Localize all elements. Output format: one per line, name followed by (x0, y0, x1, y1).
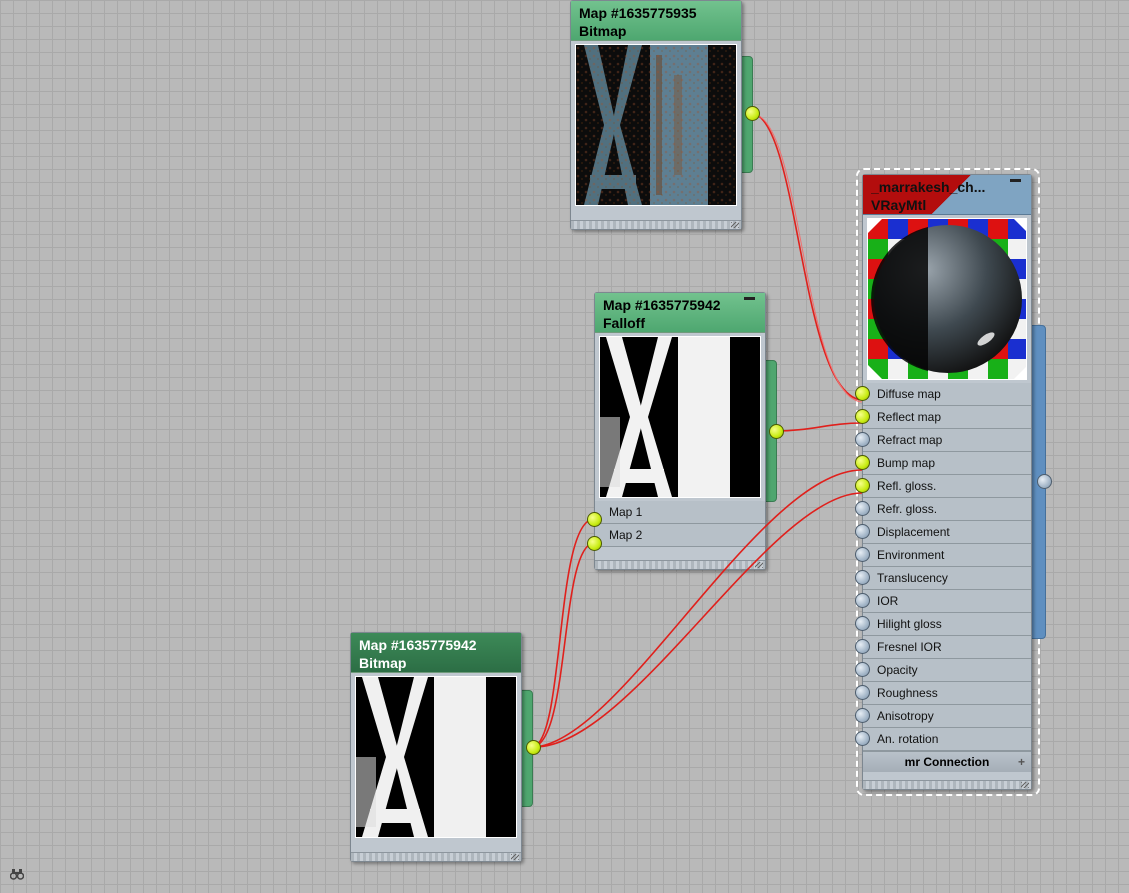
node-resize-footer[interactable] (571, 220, 741, 229)
node-resize-footer[interactable] (595, 560, 765, 569)
slot-label: Fresnel IOR (877, 640, 942, 654)
input-port-reflect-map[interactable] (855, 409, 870, 424)
slot-refl-gloss[interactable]: Refl. gloss. (863, 475, 1031, 498)
slot-label: Refract map (877, 433, 943, 447)
slot-refract-map[interactable]: Refract map (863, 429, 1031, 452)
slot-label: Displacement (877, 525, 950, 539)
input-port-fresnel-ior[interactable] (855, 639, 870, 654)
slot-map-2[interactable]: Map 2 (595, 524, 765, 547)
input-port-refl-gloss[interactable] (855, 478, 870, 493)
slot-roughness[interactable]: Roughness (863, 682, 1031, 705)
sphere-preview-thumbnail (868, 219, 1026, 379)
slot-label: Diffuse map (877, 387, 941, 401)
slot-label: IOR (877, 594, 899, 608)
slot-displacement[interactable]: Displacement (863, 521, 1031, 544)
slot-diffuse-map[interactable]: Diffuse map (863, 383, 1031, 406)
mr-connection-label: mr Connection (904, 755, 990, 769)
slot-label: Refl. gloss. (877, 479, 937, 493)
slot-translucency[interactable]: Translucency (863, 567, 1031, 590)
slot-label: Environment (877, 548, 945, 562)
output-port-bitmap-top[interactable] (745, 106, 760, 121)
wire-bitmap-bottom-to-map2[interactable] (532, 542, 595, 748)
input-port-refract-map[interactable] (855, 432, 870, 447)
node-type: Falloff (603, 315, 645, 331)
node-title: _marrakesh_ch... (871, 179, 986, 195)
bitmap-preview (355, 676, 517, 838)
node-title: Map #1635775942 (359, 637, 477, 653)
node-bitmap-bottom[interactable]: Map #1635775942 Bitmap (350, 632, 522, 862)
collapse-icon[interactable] (1010, 179, 1021, 182)
input-port-diffuse-map[interactable] (855, 386, 870, 401)
slot-label: Opacity (877, 663, 918, 677)
slot-label: Hilight gloss (877, 617, 942, 631)
input-port-bump-map[interactable] (855, 455, 870, 470)
slot-label: Translucency (877, 571, 948, 585)
node-type: VRayMtl (871, 197, 927, 213)
input-port-an-rotation[interactable] (855, 731, 870, 746)
slot-label: Map 1 (609, 505, 643, 519)
node-title: Map #1635775942 (603, 297, 721, 313)
bitmap-preview (575, 44, 737, 206)
node-bitmap-top[interactable]: Map #1635775935 Bitmap (570, 0, 742, 230)
slot-refr-gloss[interactable]: Refr. gloss. (863, 498, 1031, 521)
rusty-texture-thumbnail (576, 45, 736, 205)
slot-label: An. rotation (877, 732, 939, 746)
slot-label: Refr. gloss. (877, 502, 938, 516)
bw-texture-thumbnail (600, 337, 760, 497)
node-resize-footer[interactable] (863, 780, 1031, 789)
input-port-map-1[interactable] (587, 512, 602, 527)
binoculars-icon[interactable] (9, 867, 25, 883)
slot-bump-map[interactable]: Bump map (863, 452, 1031, 475)
binoculars-icon-glyph (9, 869, 25, 880)
slot-map-1[interactable]: Map 1 (595, 501, 765, 524)
input-port-hilight-gloss[interactable] (855, 616, 870, 631)
input-port-refr-gloss[interactable] (855, 501, 870, 516)
bw-texture-thumbnail (356, 677, 516, 837)
input-port-ior[interactable] (855, 593, 870, 608)
node-falloff[interactable]: Map #1635775942 Falloff Map 1 Map 2 (594, 292, 766, 570)
wire-bitmap-bottom-to-map1[interactable] (532, 518, 595, 748)
input-port-translucency[interactable] (855, 570, 870, 585)
slot-label: Map 2 (609, 528, 643, 542)
output-port-bitmap-bottom[interactable] (526, 740, 541, 755)
slot-opacity[interactable]: Opacity (863, 659, 1031, 682)
slot-label: Bump map (877, 456, 936, 470)
collapse-icon[interactable] (744, 297, 755, 300)
input-port-anisotropy[interactable] (855, 708, 870, 723)
node-type: Bitmap (359, 655, 407, 671)
output-port-material[interactable] (1037, 474, 1052, 489)
slot-environment[interactable]: Environment (863, 544, 1031, 567)
node-title: Map #1635775935 (579, 5, 697, 21)
slot-label: Reflect map (877, 410, 942, 424)
wire-bitmap-top-to-diffuse[interactable] (751, 112, 863, 401)
slot-an-rotation[interactable]: An. rotation (863, 728, 1031, 751)
slot-hilight-gloss[interactable]: Hilight gloss (863, 613, 1031, 636)
slot-anisotropy[interactable]: Anisotropy (863, 705, 1031, 728)
input-port-map-2[interactable] (587, 536, 602, 551)
slot-ior[interactable]: IOR (863, 590, 1031, 613)
falloff-preview (599, 336, 761, 498)
slot-label: Roughness (877, 686, 938, 700)
input-port-opacity[interactable] (855, 662, 870, 677)
node-resize-footer[interactable] (351, 852, 521, 861)
node-header[interactable]: _marrakesh_ch... VRayMtl (863, 175, 1031, 215)
slot-label: Anisotropy (877, 709, 934, 723)
node-header[interactable]: Map #1635775942 Bitmap (351, 633, 521, 673)
node-header[interactable]: Map #1635775935 Bitmap (571, 1, 741, 41)
node-type: Bitmap (579, 23, 627, 39)
input-port-environment[interactable] (855, 547, 870, 562)
expand-plus-icon[interactable]: + (1017, 755, 1025, 769)
slot-reflect-map[interactable]: Reflect map (863, 406, 1031, 429)
input-port-displacement[interactable] (855, 524, 870, 539)
output-port-falloff[interactable] (769, 424, 784, 439)
wire-bitmap-top-to-diffuse-2 (753, 113, 863, 403)
slot-fresnel-ior[interactable]: Fresnel IOR (863, 636, 1031, 659)
material-preview (867, 218, 1027, 380)
wire-falloff-to-reflect[interactable] (775, 422, 863, 432)
node-header[interactable]: Map #1635775942 Falloff (595, 293, 765, 333)
mr-connection-bar[interactable]: mr Connection + (863, 751, 1031, 772)
input-port-roughness[interactable] (855, 685, 870, 700)
